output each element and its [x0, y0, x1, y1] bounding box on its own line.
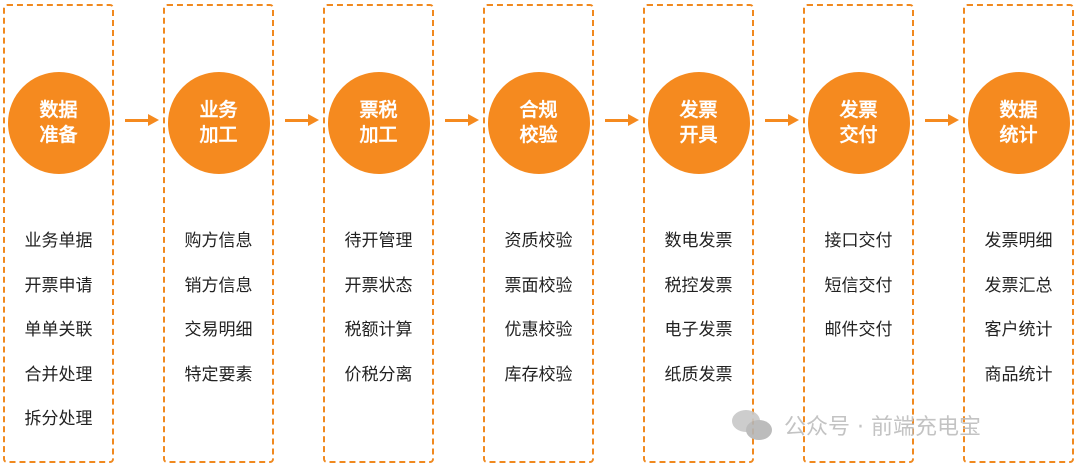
stage-title-circle: 票税加工	[327, 72, 430, 174]
flow-arrow-icon	[285, 113, 319, 127]
stage-title-circle: 数据统计	[967, 72, 1070, 174]
flow-arrow-icon	[605, 113, 639, 127]
stage-column: 数据统计发票明细发票汇总客户统计商品统计	[963, 4, 1074, 463]
stage-item: 单单关联	[24, 320, 93, 340]
stage-item-list: 数电发票税控发票电子发票纸质发票	[645, 225, 752, 403]
stage-title-line: 业务	[199, 99, 238, 121]
stage-item: 客户统计	[984, 320, 1053, 340]
stage-item: 电子发票	[664, 320, 733, 340]
stage-column: 发票开具数电发票税控发票电子发票纸质发票	[643, 4, 754, 463]
stage-item: 税控发票	[664, 275, 733, 296]
stage-title-circle: 合规校验	[487, 72, 590, 174]
stage-title-circle: 数据准备	[7, 72, 110, 174]
stage-title-line: 发票	[679, 99, 718, 121]
stage-item: 数电发票	[664, 231, 733, 251]
stage-title-line: 票税	[359, 99, 398, 121]
stage-title-line: 准备	[39, 124, 78, 146]
stage-item-list: 购方信息销方信息交易明细特定要素	[165, 225, 272, 403]
stage-item: 邮件交付	[824, 320, 893, 340]
stage-item-list: 接口交付短信交付邮件交付	[805, 225, 912, 359]
stage-item: 业务单据	[24, 231, 93, 251]
stage-item: 接口交付	[824, 231, 893, 251]
stage-item: 税额计算	[344, 320, 413, 340]
stage-title-circle: 发票开具	[647, 72, 750, 174]
flow-arrow-icon	[445, 113, 479, 127]
stage-column: 合规校验资质校验票面校验优惠校验库存校验	[483, 4, 594, 463]
stage-item: 购方信息	[184, 231, 253, 251]
flow-arrow-icon	[125, 113, 159, 127]
stage-title-line: 发票	[839, 99, 878, 121]
stage-item-list: 资质校验票面校验优惠校验库存校验	[485, 225, 592, 403]
stage-item: 发票汇总	[984, 275, 1053, 296]
stage-item: 商品统计	[984, 364, 1053, 385]
stage-item: 开票状态	[344, 275, 413, 296]
stage-title-line: 交付	[839, 124, 878, 146]
stage-title-line: 加工	[199, 124, 238, 146]
stage-column: 业务加工购方信息销方信息交易明细特定要素	[163, 4, 274, 463]
stage-item: 交易明细	[184, 320, 253, 340]
flow-arrow-icon	[925, 113, 959, 127]
stage-title-line: 加工	[359, 124, 398, 146]
stage-item: 开票申请	[24, 275, 93, 296]
stage-item: 销方信息	[184, 275, 253, 296]
stage-title-circle: 业务加工	[167, 72, 270, 174]
stage-item: 特定要素	[184, 364, 253, 385]
stage-title-line: 开具	[679, 124, 718, 146]
stage-title-line: 数据	[39, 99, 78, 121]
stage-title-line: 数据	[999, 99, 1038, 121]
stage-item-list: 业务单据开票申请单单关联合并处理拆分处理	[5, 225, 112, 448]
stage-column: 数据准备业务单据开票申请单单关联合并处理拆分处理	[3, 4, 114, 463]
wechat-icon	[732, 408, 776, 442]
stage-item-list: 待开管理开票状态税额计算价税分离	[325, 225, 432, 403]
stage-item: 纸质发票	[664, 364, 733, 385]
watermark-text: 公众号 · 前端充电宝	[784, 415, 981, 440]
stage-item: 待开管理	[344, 231, 413, 251]
stage-item: 短信交付	[824, 275, 893, 296]
stage-column: 票税加工待开管理开票状态税额计算价税分离	[323, 4, 434, 463]
stage-item: 价税分离	[344, 364, 413, 385]
stage-item: 合并处理	[24, 364, 93, 385]
stage-title-line: 校验	[519, 124, 558, 146]
stage-item: 库存校验	[504, 364, 573, 385]
stage-item: 资质校验	[504, 231, 573, 251]
stage-column: 发票交付接口交付短信交付邮件交付	[803, 4, 914, 463]
stage-title-line: 统计	[999, 124, 1038, 146]
stage-item: 票面校验	[504, 275, 573, 296]
stage-item: 拆分处理	[24, 409, 93, 429]
stage-item: 优惠校验	[504, 320, 573, 340]
stage-item: 发票明细	[984, 231, 1053, 251]
flow-arrow-icon	[765, 113, 799, 127]
stage-title-line: 合规	[519, 99, 558, 121]
stage-title-circle: 发票交付	[807, 72, 910, 174]
stage-item-list: 发票明细发票汇总客户统计商品统计	[965, 225, 1072, 403]
watermark: 公众号 · 前端充电宝	[732, 408, 981, 442]
